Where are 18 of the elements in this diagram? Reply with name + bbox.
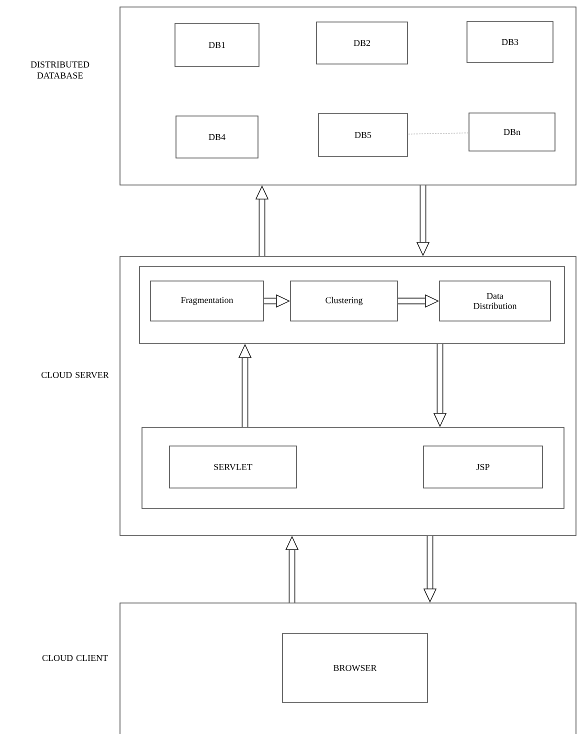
browser-box: BROWSER <box>282 633 428 703</box>
database-box: DBn <box>468 112 556 152</box>
database-box: DB3 <box>466 21 554 63</box>
database-box: DB4 <box>176 116 258 158</box>
component-box: SERVLET <box>169 446 297 488</box>
connector-line <box>408 132 469 134</box>
node-label: DISTRIBUTED DATABASE <box>30 61 90 79</box>
node-label: CLOUD CLIENT <box>42 654 108 662</box>
database-box: DB5 <box>318 113 408 157</box>
process-box: Clustering <box>290 280 398 322</box>
database-box: DB1 <box>174 23 260 67</box>
component-group-box <box>142 427 564 509</box>
process-box: Data Distribution <box>439 280 551 322</box>
database-box: DB2 <box>316 22 408 64</box>
component-box: JSP <box>423 446 543 488</box>
process-group-box <box>139 266 565 344</box>
process-box: Fragmentation <box>150 280 264 322</box>
node-label: CLOUD SERVER <box>41 372 109 378</box>
